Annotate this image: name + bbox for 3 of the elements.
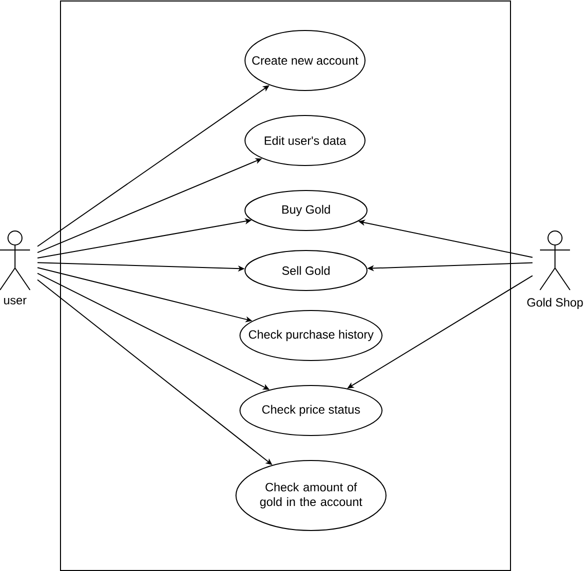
actor-label: Gold Shop [527,298,583,310]
actor-label: user [4,298,26,304]
system-boundary [60,0,511,571]
